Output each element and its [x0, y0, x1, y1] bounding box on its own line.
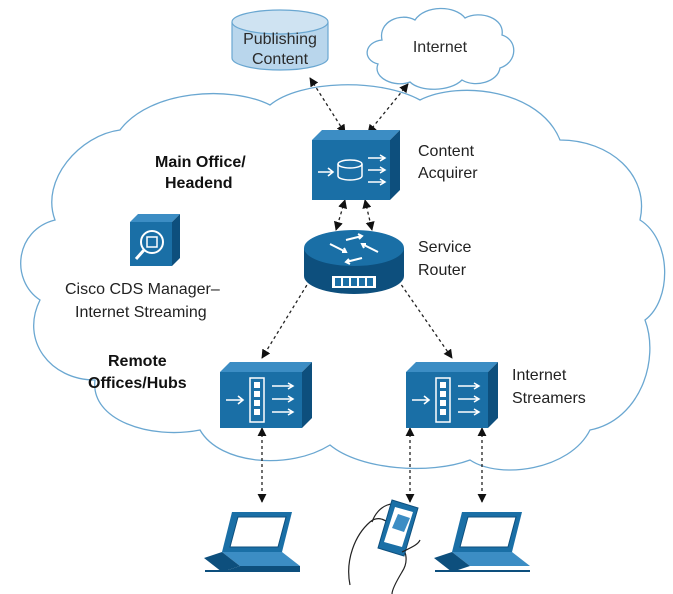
arrow-acquirer-router-left [333, 199, 348, 231]
content-acquirer-label-2: Acquirer [418, 165, 478, 182]
service-router-label-2: Router [418, 262, 467, 279]
streamer-icon-left [220, 362, 312, 428]
main-office-label-1: Main Office/ [155, 154, 246, 171]
publishing-content-label-2: Content [252, 51, 309, 68]
database-icon [231, 9, 329, 71]
cds-manager-icon [130, 214, 180, 266]
laptop-icon-left [204, 512, 300, 572]
arrow-acquirer-router-right [362, 199, 375, 231]
content-acquirer-label-1: Content [418, 143, 475, 160]
arrow-router-streamer-right [397, 279, 453, 359]
publishing-content-label-1: Publishing [243, 31, 317, 48]
handheld-device-icon [348, 499, 421, 594]
router-icon [304, 230, 404, 294]
internet-streamers-label-1: Internet [512, 367, 567, 384]
streamer-icon-right [406, 362, 498, 428]
internet-label: Internet [413, 39, 468, 56]
service-router-label-1: Service [418, 239, 471, 256]
remote-offices-label-2: Offices/Hubs [88, 375, 187, 392]
arrow-internet-acquirer [367, 83, 409, 134]
cds-manager-label-2: Internet Streaming [75, 304, 207, 321]
laptop-icon-right [434, 512, 530, 572]
internet-streamers-label-2: Streamers [512, 390, 586, 407]
remote-offices-label-1: Remote [108, 353, 167, 370]
arrow-publishing-acquirer [309, 77, 346, 134]
main-office-label-2: Headend [165, 175, 233, 192]
cds-manager-label-1: Cisco CDS Manager– [65, 281, 220, 298]
content-acquirer-icon [312, 130, 400, 200]
internet-cloud [366, 7, 515, 90]
